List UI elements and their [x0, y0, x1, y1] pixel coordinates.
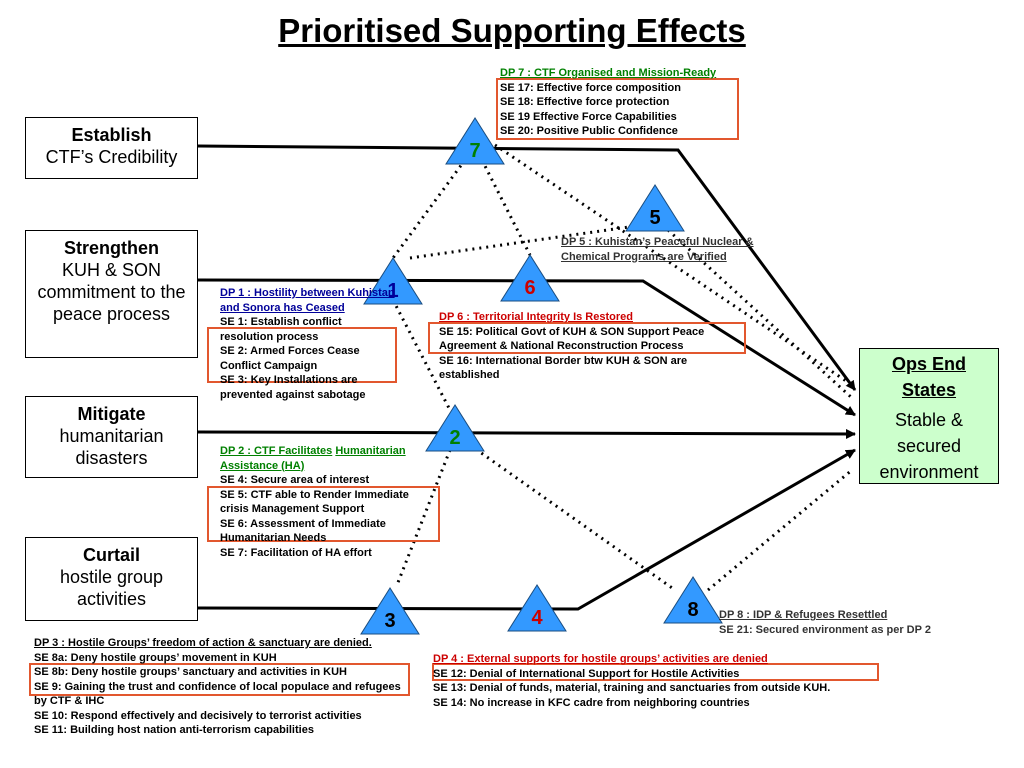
dp6-note: DP 6 : Territorial Integrity Is Restored…	[439, 310, 739, 383]
decisive-point-triangle-6	[500, 254, 560, 302]
dp5-note: DP 5 : Kuhistan’s Peaceful Nuclear & Che…	[561, 235, 786, 264]
decisive-point-triangle-5	[625, 184, 685, 232]
se-item: SE 12: Denial of International Support f…	[433, 667, 740, 680]
dp1-note: DP 1 : Hostility between Kuhistan and So…	[220, 286, 395, 402]
highlight-box-dp6	[428, 322, 746, 354]
line-establish	[197, 144, 857, 391]
highlight-box-dp4	[432, 663, 879, 681]
decisive-point-number-6: 6	[524, 277, 535, 299]
dp3-note: DP 3 : Hostile Groups’ freedom of action…	[34, 636, 406, 738]
decisive-point-number-5: 5	[649, 207, 660, 229]
dp4-heading: DP 4 : External supports for hostile gro…	[433, 653, 768, 665]
se-item: SE 18: Effective force protection	[500, 96, 670, 108]
lob-text: KUH & SON commitment to the peace proces…	[37, 260, 186, 324]
decisive-point-triangle-4	[507, 584, 567, 632]
se-item: SE 2: Armed Forces Cease Conflict Campai…	[220, 345, 360, 372]
decisive-point-number-8: 8	[687, 599, 698, 621]
dp2-heading-b: Humanitarian Assistance (HA)	[220, 445, 406, 472]
dp5-heading: DP 5 : Kuhistan’s Peaceful Nuclear & Che…	[561, 236, 754, 263]
dp3-heading: DP 3 : Hostile Groups’ freedom of action…	[34, 637, 372, 649]
dotted-link-7-6	[480, 159, 532, 256]
se-item: SE 19 Effective Force Capabilities	[500, 110, 677, 123]
highlight-box-dp3	[29, 663, 410, 696]
se-item: SE 8b: Deny hostile groups’ sanctuary an…	[34, 666, 347, 678]
lob-establish: Establish CTF’s Credibility	[25, 117, 198, 179]
se-item: SE 13: Denial of funds, material, traini…	[433, 682, 831, 694]
dp8-heading: DP 8 : IDP & Refugees Resettled	[719, 609, 888, 621]
se-item: SE 8a: Deny hostile groups’ movement in …	[34, 651, 277, 664]
dotted-link-1-5	[409, 224, 637, 260]
line-strengthen	[197, 278, 856, 417]
dp8-note: DP 8 : IDP & Refugees Resettled SE 21: S…	[719, 608, 979, 637]
lob-text: CTF’s Credibility	[45, 147, 178, 167]
dp2-note: DP 2 : CTF Facilitates Humanitarian Assi…	[220, 444, 432, 560]
line-curtail	[197, 448, 856, 611]
se-item: SE 5: CTF able to Render Immediate crisi…	[220, 488, 409, 516]
se-item: SE 7: Facilitation of HA effort	[220, 546, 372, 559]
se-item: SE 3: Key Installations are prevented ag…	[220, 374, 366, 401]
lob-label: Curtail	[82, 545, 140, 565]
decisive-point-triangle-1	[363, 257, 423, 305]
dotted-link-8-end	[707, 468, 853, 592]
decisive-point-triangle-7	[445, 117, 505, 165]
page-title: Prioritised Supporting Effects	[278, 12, 746, 49]
dp2-heading-a: DP 2 : CTF Facilitates	[220, 445, 333, 457]
lob-curtail: Curtail hostile group activities	[25, 537, 198, 621]
highlight-box-dp7	[496, 78, 739, 140]
se-item: SE 1: Establish conflict resolution proc…	[220, 316, 342, 343]
decisive-point-number-2: 2	[449, 427, 460, 449]
end-state-heading: Ops End States	[891, 354, 966, 400]
lob-text: hostile group activities	[59, 567, 164, 609]
dp4-note: DP 4 : External supports for hostile gro…	[433, 652, 883, 710]
lob-strengthen: Strengthen KUH & SON commitment to the p…	[25, 230, 198, 358]
dp1-heading: DP 1 : Hostility between Kuhistan and So…	[220, 287, 395, 314]
se-item: SE 14: No increase in KFC cadre from nei…	[433, 696, 750, 709]
line-mitigate	[197, 428, 856, 439]
decisive-point-triangle-8	[663, 576, 723, 624]
lob-label: Establish	[71, 125, 152, 145]
ops-end-state-box: Ops End States Stable & secured environm…	[859, 348, 999, 484]
highlight-box-dp1	[207, 327, 397, 383]
lob-label: Strengthen	[63, 238, 159, 258]
se-item: SE 9: Gaining the trust and confidence o…	[34, 680, 401, 708]
lob-text: humanitarian disasters	[59, 426, 164, 468]
dotted-link-2-8	[469, 443, 676, 592]
decisive-point-number-4: 4	[531, 607, 543, 629]
dotted-link-2-3	[395, 449, 452, 586]
se-item: SE 4: Secure area of interest	[220, 474, 370, 486]
se-item: SE 16: International Border btw KUH & SO…	[439, 354, 688, 382]
lob-label: Mitigate	[77, 404, 146, 424]
highlight-box-dp2	[207, 486, 440, 542]
dotted-link-7-1	[391, 159, 467, 259]
dp7-heading: DP 7 : CTF Organised and Mission-Ready	[500, 67, 717, 79]
lob-mitigate: Mitigate humanitarian disasters	[25, 396, 198, 478]
se-item: SE 20: Positive Public Confidence	[500, 125, 678, 137]
decisive-point-triangle-3	[360, 587, 420, 635]
decisive-point-triangle-2	[425, 404, 485, 452]
se-item: SE 15: Political Govt of KUH & SON Suppo…	[439, 325, 705, 353]
decisive-point-number-1: 1	[387, 280, 398, 302]
se-item: SE 6: Assessment of Immediate Humanitari…	[220, 517, 386, 545]
se-item: SE 17: Effective force composition	[500, 81, 681, 94]
decisive-point-number-3: 3	[384, 610, 395, 632]
se-item: SE 11: Building host nation anti-terrori…	[34, 724, 314, 736]
end-state-body: Stable & secured environment	[879, 410, 979, 482]
decisive-point-number-7: 7	[469, 140, 480, 162]
se-item: SE 10: Respond effectively and decisivel…	[34, 709, 362, 722]
dp2-heading: DP 2 : CTF Facilitates Humanitarian Assi…	[220, 444, 432, 473]
dp7-note: DP 7 : CTF Organised and Mission-Ready S…	[500, 66, 750, 139]
dp6-heading: DP 6 : Territorial Integrity Is Restored	[439, 311, 633, 323]
se-item: SE 21: Secured environment as per DP 2	[719, 623, 931, 636]
